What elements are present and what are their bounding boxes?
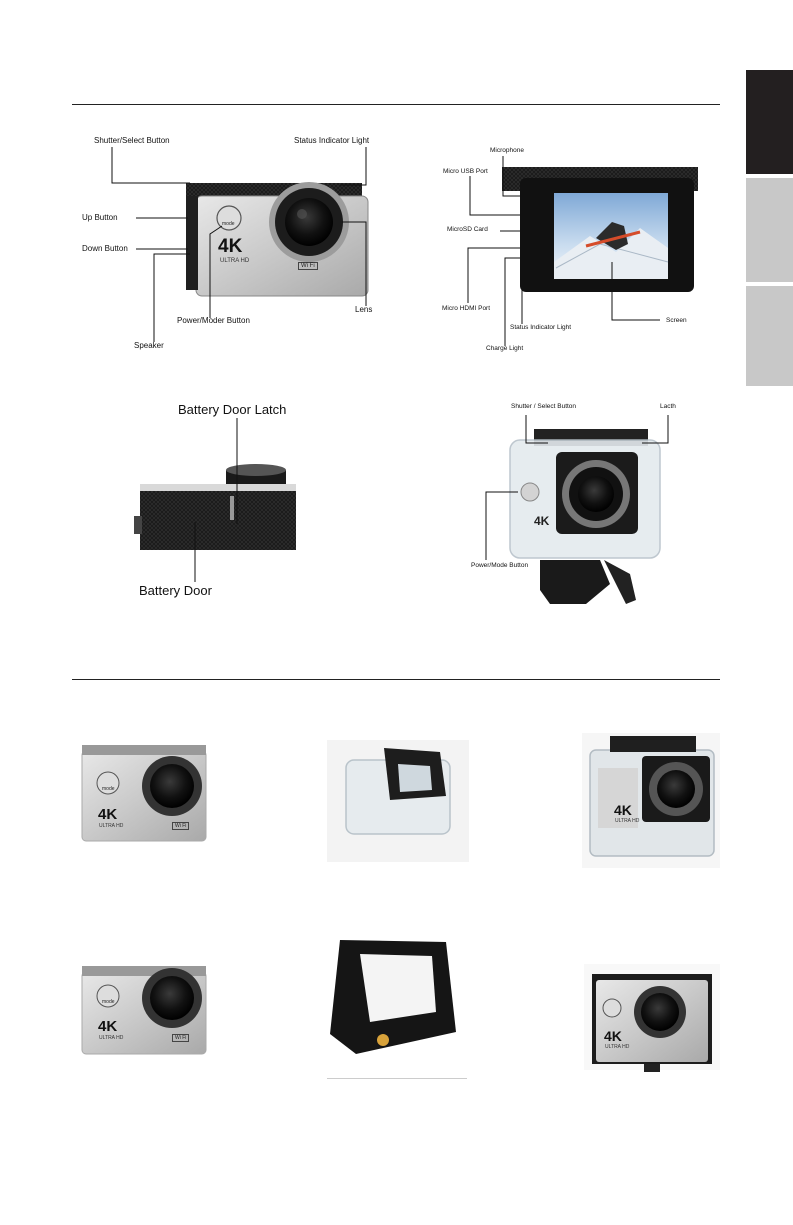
- front-camera-ultrahd-text: ULTRA HD: [220, 258, 250, 264]
- section-tab-2[interactable]: [746, 178, 793, 282]
- label-microsd-card: MicroSD Card: [447, 226, 488, 233]
- label-status-indicator-light-front: Status Indicator Light: [294, 136, 370, 145]
- accessory-frame-mount: [327, 940, 467, 1079]
- middle-rule: [72, 679, 720, 680]
- accessory6-4k-logo: 4K: [604, 1028, 622, 1044]
- label-power-mode-button-front: Power/Moder Button: [177, 316, 250, 325]
- front-camera-4k-logo: 4K: [218, 236, 243, 257]
- label-micro-usb-port: Micro USB Port: [443, 168, 488, 175]
- accessory1-4k-logo: 4K: [98, 806, 118, 823]
- accessory3-4k-logo: 4K: [614, 802, 632, 818]
- section-tab-3[interactable]: [746, 286, 793, 386]
- accessory4-4k-logo: 4K: [98, 1018, 118, 1035]
- accessory4-wifi-logo: Wi Fi: [172, 1034, 190, 1042]
- accessory3-ultrahd-text: ULTRA HD: [615, 818, 640, 824]
- label-shutter-select-button: Shutter/Select Button: [94, 136, 170, 145]
- housing-camera-4k-logo: 4K: [534, 514, 550, 528]
- label-lens: Lens: [355, 305, 373, 314]
- accessory4-mode-label: mode: [102, 999, 115, 1005]
- label-housing-latch: Lacth: [660, 403, 676, 410]
- label-battery-door-latch: Battery Door Latch: [178, 402, 287, 417]
- front-camera-wifi-logo: Wi Fi: [298, 262, 318, 270]
- accessory-housed-camera: [582, 733, 720, 868]
- accessory1-ultrahd-text: ULTRA HD: [99, 823, 124, 829]
- label-up-button: Up Button: [82, 213, 118, 222]
- label-housing-shutter-select-button: Shutter / Select Button: [511, 403, 577, 410]
- label-housing-power-mode-button: Power/Mode Button: [471, 562, 529, 569]
- label-screen: Screen: [666, 317, 687, 324]
- label-microphone: Microphone: [490, 147, 524, 154]
- section-tab-active[interactable]: [746, 70, 793, 174]
- front-camera-mode-label: mode: [222, 221, 235, 227]
- label-status-indicator-light-back: Status Indicator Light: [510, 324, 572, 331]
- label-down-button: Down Button: [82, 244, 128, 253]
- accessory6-ultrahd-text: ULTRA HD: [605, 1044, 630, 1050]
- accessory1-wifi-logo: Wi Fi: [172, 822, 190, 830]
- accessory-housing: [327, 740, 469, 862]
- accessory-framed-camera: [584, 964, 720, 1072]
- accessory1-mode-label: mode: [102, 786, 115, 792]
- label-speaker: Speaker: [134, 341, 164, 350]
- accessory4-ultrahd-text: ULTRA HD: [99, 1035, 124, 1041]
- label-charge-light: Charge Light: [486, 345, 524, 352]
- label-battery-door: Battery Door: [139, 583, 212, 598]
- label-micro-hdmi-port: Micro HDMI Port: [442, 305, 491, 312]
- top-rule: [72, 104, 720, 105]
